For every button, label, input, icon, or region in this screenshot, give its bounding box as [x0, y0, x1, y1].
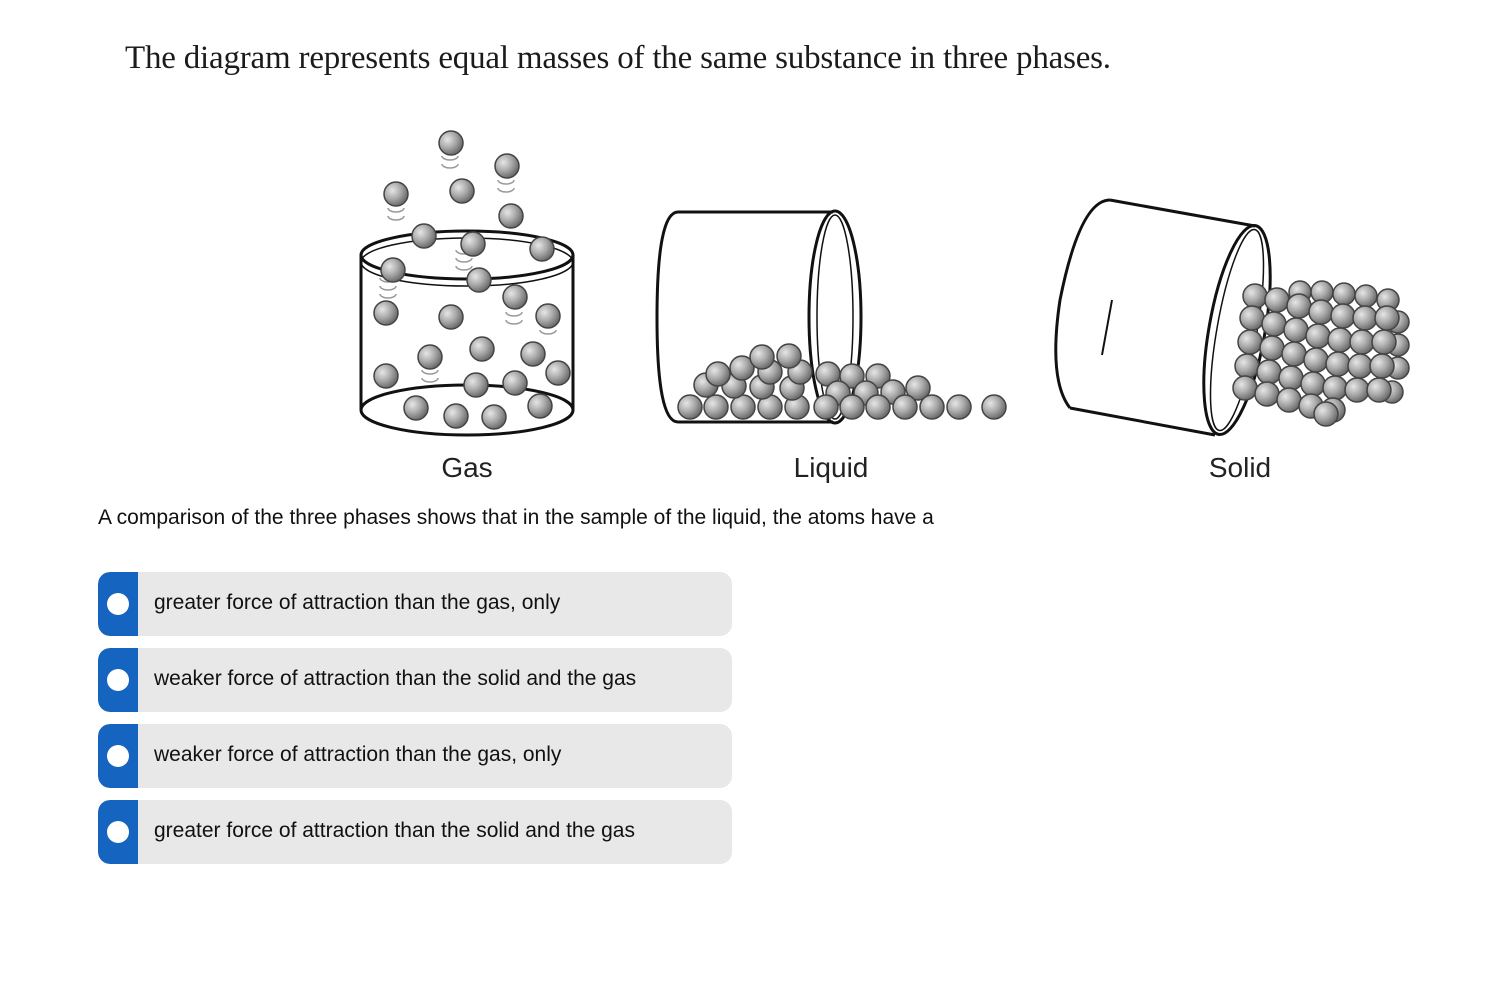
- answer-option-label: greater force of attraction than the sol…: [154, 819, 635, 842]
- answer-option-4[interactable]: greater force of attraction than the sol…: [98, 800, 732, 864]
- radio-circle-icon[interactable]: [107, 821, 129, 843]
- answer-option-2[interactable]: weaker force of attraction than the soli…: [98, 648, 732, 712]
- radio-circle-icon[interactable]: [107, 669, 129, 691]
- answer-option-label: weaker force of attraction than the gas,…: [154, 743, 562, 766]
- liquid-label: Liquid: [793, 452, 869, 483]
- phases-diagram: [359, 130, 1410, 437]
- option-accent-bar: [98, 572, 138, 636]
- liquid-atoms: [677, 343, 1007, 420]
- answer-option-1[interactable]: greater force of attraction than the gas…: [98, 572, 732, 636]
- answer-option-3[interactable]: weaker force of attraction than the gas,…: [98, 724, 732, 788]
- gas-atoms: [373, 130, 571, 430]
- solid-label: Solid: [1208, 452, 1272, 483]
- gas-label: Gas: [441, 452, 493, 483]
- solid-atoms: [1232, 280, 1410, 427]
- liquid-container: [655, 209, 863, 425]
- radio-circle-icon[interactable]: [107, 593, 129, 615]
- option-accent-bar: [98, 648, 138, 712]
- answer-option-label: greater force of attraction than the gas…: [154, 591, 561, 614]
- answer-option-label: weaker force of attraction than the soli…: [154, 667, 637, 690]
- question-text: A comparison of the three phases shows t…: [98, 506, 934, 529]
- answer-options: greater force of attraction than the gas…: [98, 572, 732, 876]
- radio-circle-icon[interactable]: [107, 745, 129, 767]
- intro-text: The diagram represents equal masses of t…: [125, 40, 1111, 76]
- option-accent-bar: [98, 724, 138, 788]
- option-accent-bar: [98, 800, 138, 864]
